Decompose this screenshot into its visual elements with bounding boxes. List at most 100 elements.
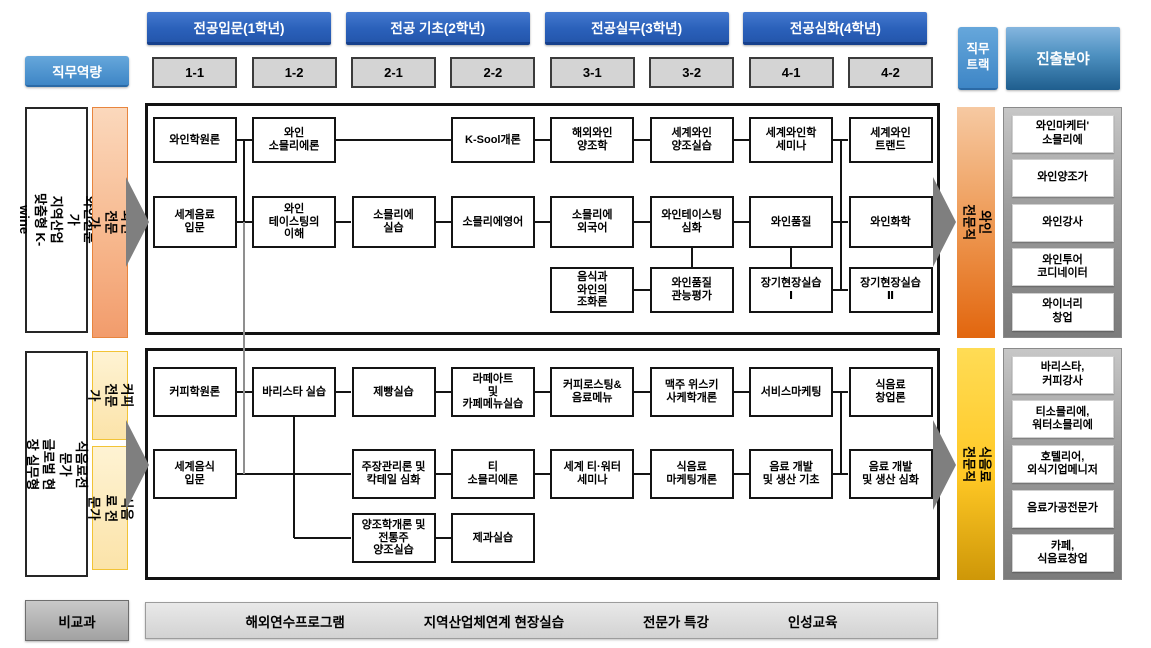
course-box: 세계와인 양조실습 [649, 117, 734, 163]
course-box: 와인품질 관능평가 [649, 267, 734, 313]
career-field-header: 진출분야 [1006, 27, 1120, 90]
connector-line [634, 391, 650, 393]
connector-line [733, 139, 750, 141]
connector-line [634, 139, 650, 141]
wine-flow-out-arrow-icon [933, 177, 956, 267]
course-box: 제빵실습 [351, 367, 436, 417]
semester-cell: 2-1 [351, 57, 436, 88]
connector-line [534, 391, 551, 393]
course-box: 세계음료 입문 [152, 196, 237, 248]
semester-cell: 2-2 [450, 57, 536, 88]
course-box: 해외와인 양조학 [550, 117, 635, 163]
course-box: K-Sool개론 [450, 117, 535, 163]
connector-line [790, 248, 793, 267]
course-box: 티 소믈리에론 [450, 449, 535, 499]
food-expert-bar: 식음료 전문가 [87, 446, 134, 570]
wine-flow-in-arrow-icon [126, 177, 149, 267]
career-item: 와인양조가 [1011, 159, 1114, 197]
course-box: 와인테이스팅 심화 [649, 196, 734, 248]
food-side-label: 식음료전문가 글로벌 현장 실무형 [25, 351, 89, 577]
extracurricular-item: 인성교육 [787, 614, 838, 630]
course-box: 음식과 와인의 조화론 [550, 267, 635, 313]
course-box: 와인화학 [848, 196, 933, 248]
wine-side-label: 와인전문가 지역산업 맞춤형 K-wine [17, 107, 97, 333]
course-box: 와인 소믈리에론 [252, 117, 337, 163]
connector-line [243, 140, 246, 222]
connector-line [293, 417, 296, 538]
career-item: 카페, 식음료창업 [1011, 534, 1114, 573]
food-flow-in-arrow-icon [126, 420, 149, 510]
course-box: 커피로스팅& 음료메뉴 [550, 367, 635, 417]
career-item: 호텔리어, 외식기업메니저 [1011, 444, 1114, 483]
course-box: 와인품질 [749, 196, 834, 248]
semester-cell: 4-1 [748, 57, 834, 88]
connector-line [534, 139, 551, 141]
connector-line [733, 391, 750, 393]
course-box: 제과실습 [450, 513, 535, 563]
course-box: 소믈리에 외국어 [550, 196, 635, 248]
career-item: 와인마케터' 소믈리에 [1011, 114, 1114, 153]
connector-line [690, 248, 693, 267]
wine-job-bar: 와인 전문직 [957, 107, 995, 338]
coffee-expert-label: 커피전문가 [86, 383, 135, 408]
course-box: 소믈리에 실습 [351, 196, 436, 248]
course-box: 커피학원론 [152, 367, 237, 417]
course-box: 세계음식 입문 [152, 449, 237, 499]
connector-line [634, 221, 650, 223]
year-block: 전공 기초(2학년) [345, 12, 530, 45]
semester-cell: 3-2 [649, 57, 735, 88]
career-item: 와인강사 [1011, 203, 1114, 242]
food-flow-out-arrow-icon [933, 420, 956, 510]
connector-line [336, 391, 352, 393]
connector-line [294, 537, 352, 539]
course-box: 소믈리에영어 [450, 196, 535, 248]
extracurricular-header: 비교과 [25, 600, 129, 641]
course-box: 장기현장실습 Ⅰ [749, 267, 834, 313]
semester-cell: 1-2 [251, 57, 337, 88]
year-block: 전공심화(4학년) [743, 12, 928, 45]
connector-line [733, 221, 750, 223]
course-box: 와인학원론 [152, 117, 237, 163]
food-side-label-text: 식음료전문가 글로벌 현장 실무형 [25, 438, 89, 490]
connector-line [839, 392, 842, 474]
semester-cell: 3-1 [549, 57, 635, 88]
career-item: 음료가공전문가 [1011, 489, 1114, 528]
course-box: 세계와인 트랜드 [848, 117, 933, 163]
connector-line [336, 221, 352, 223]
course-box: 장기현장실습 Ⅱ [848, 267, 933, 313]
year-block: 전공입문(1학년) [147, 12, 331, 45]
course-box: 음료 개발 및 생산 심화 [848, 449, 933, 499]
connector-line [634, 473, 650, 475]
course-box: 라떼아트 및 카페메뉴실습 [450, 367, 535, 417]
semester-cell: 4-2 [848, 57, 933, 88]
job-track-header: 직무 트랙 [958, 27, 998, 90]
connector-line [833, 289, 849, 291]
food-job-label: 식음료 전문직 [961, 446, 993, 482]
connector-line [733, 473, 750, 475]
connector-line [634, 289, 650, 291]
food-job-bar: 식음료 전문직 [957, 348, 995, 580]
extracurricular-item: 전문가 특강 [643, 614, 709, 630]
course-box: 식음료 마케팅개론 [649, 449, 734, 499]
connector-line [243, 222, 246, 474]
course-box: 바리스타 실습 [252, 367, 337, 417]
course-box: 주장관리론 및 칵테일 심화 [351, 449, 436, 499]
competency-header: 직무역량 [25, 56, 129, 87]
course-box: 서비스마케팅 [749, 367, 834, 417]
connector-line [336, 139, 451, 141]
course-box: 양조학개론 및 전통주 양조실습 [351, 513, 436, 563]
connector-line [534, 473, 551, 475]
course-box: 세계와인학 세미나 [749, 117, 834, 163]
connector-line [435, 473, 451, 475]
course-box: 와인 테이스팅의 이해 [252, 196, 337, 248]
extracurricular-item: 지역산업체연계 현장실습 [423, 614, 565, 630]
year-block: 전공실무(3학년) [544, 12, 729, 45]
course-box: 음료 개발 및 생산 기초 [749, 449, 834, 499]
connector-line [833, 473, 849, 475]
connector-line [435, 391, 451, 393]
semester-cell: 1-1 [152, 57, 238, 88]
